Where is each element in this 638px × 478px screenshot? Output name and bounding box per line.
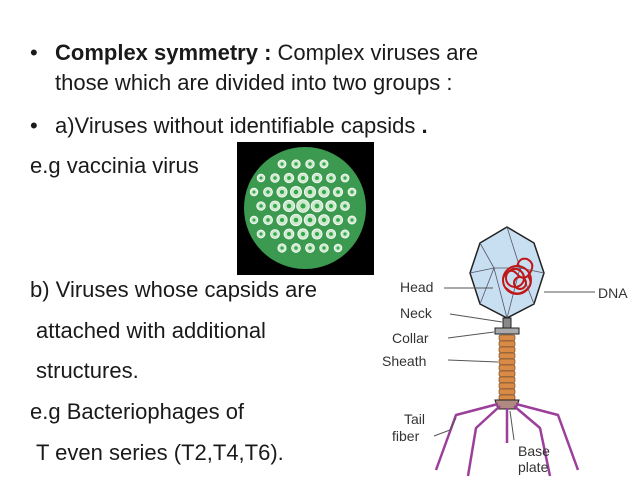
capsomere (297, 172, 309, 184)
capsomere (311, 228, 323, 240)
example-vaccinia: e.g vaccinia virus (30, 153, 199, 178)
sheath-ring (498, 358, 516, 365)
capsomere (318, 186, 330, 198)
label-base: Base (518, 443, 550, 459)
label-tail: Tail (404, 411, 425, 427)
sheath-ring (498, 382, 516, 389)
capsomere (305, 159, 315, 169)
capsomere (276, 186, 288, 198)
capsomere (340, 201, 350, 211)
label-dna: DNA (598, 285, 628, 301)
capsomere (270, 229, 280, 239)
capsomere (297, 228, 309, 240)
bullet-2-mark: . (415, 113, 428, 138)
capsomere (333, 243, 343, 253)
group-b-line-3: structures. (36, 358, 139, 383)
label-neck: Neck (400, 305, 433, 321)
label-plate: plate (518, 459, 549, 475)
tail-fibers (434, 402, 580, 477)
capsomeres (249, 159, 357, 253)
capsomere (296, 199, 310, 213)
capsomere (277, 243, 287, 253)
example-bacteriophage-2: T even series (T2,T4,T6). (36, 440, 284, 465)
label-sheath: Sheath (382, 353, 426, 369)
bullet-marker: • (30, 40, 38, 65)
capsomere (269, 200, 281, 212)
capsomere (249, 215, 259, 225)
group-b-line-1: b) Viruses whose capsids are (30, 277, 317, 302)
capsomere (290, 186, 302, 198)
sheath-ring (498, 376, 516, 383)
capsomere (289, 213, 303, 227)
bullet-1-text: Complex viruses are (271, 40, 479, 65)
capsomere (263, 215, 273, 225)
bullet-2-text: a)Viruses without identifiable capsids (55, 113, 416, 138)
sheath-ring (498, 340, 516, 347)
capsomere (283, 172, 295, 184)
capsomere (332, 214, 344, 226)
sheath-ring (498, 334, 516, 341)
sheath-ring (498, 388, 516, 395)
capsomere (283, 228, 295, 240)
example-bacteriophage-1: e.g Bacteriophages of (30, 399, 245, 424)
sheath-ring (498, 346, 516, 353)
capsomere (256, 201, 266, 211)
label-head: Head (400, 279, 433, 295)
bullet-1-line-2: those which are divided into two groups … (55, 70, 453, 95)
capsomere (325, 200, 337, 212)
capsomere (291, 159, 301, 169)
bullet-2-line: a)Viruses without identifiable capsids . (55, 113, 428, 139)
sheath-ring (498, 352, 516, 359)
capsomere (340, 229, 350, 239)
capsomere (319, 159, 329, 169)
capsomere (347, 215, 357, 225)
phage-sheath (498, 334, 516, 401)
capsomere (303, 213, 317, 227)
capsomere (326, 173, 336, 183)
capsomere (305, 243, 315, 253)
capsomere (276, 214, 288, 226)
capsomere (318, 214, 330, 226)
bullet-marker: • (30, 113, 38, 138)
vaccinia-virus-image (237, 142, 374, 275)
bullet-1-line-1: Complex symmetry : Complex viruses are (55, 40, 478, 66)
dna-coil (502, 257, 534, 295)
bacteriophage-diagram: Head Neck Collar Sheath Tail fiber DNA B… (382, 226, 628, 477)
capsomere (319, 243, 329, 253)
sheath-ring (498, 370, 516, 377)
capsomere (340, 173, 350, 183)
phage-neck (502, 317, 512, 329)
complex-symmetry-term: Complex symmetry : (55, 40, 272, 65)
label-collar: Collar (392, 330, 429, 346)
capsomere (332, 186, 344, 198)
capsomere (256, 173, 266, 183)
capsomere (277, 159, 287, 169)
capsomere (311, 172, 323, 184)
capsomere (310, 199, 324, 213)
phage-collar (494, 327, 520, 335)
label-fiber: fiber (392, 428, 420, 444)
capsomere (249, 187, 259, 197)
capsomere (347, 187, 357, 197)
capsomere (256, 229, 266, 239)
capsomere (270, 173, 280, 183)
capsomere (325, 228, 337, 240)
capsomere (303, 185, 317, 199)
sheath-ring (498, 364, 516, 371)
group-b-line-2: attached with additional (36, 318, 266, 343)
capsomere (263, 187, 273, 197)
capsomere (282, 199, 296, 213)
capsomere (291, 243, 301, 253)
